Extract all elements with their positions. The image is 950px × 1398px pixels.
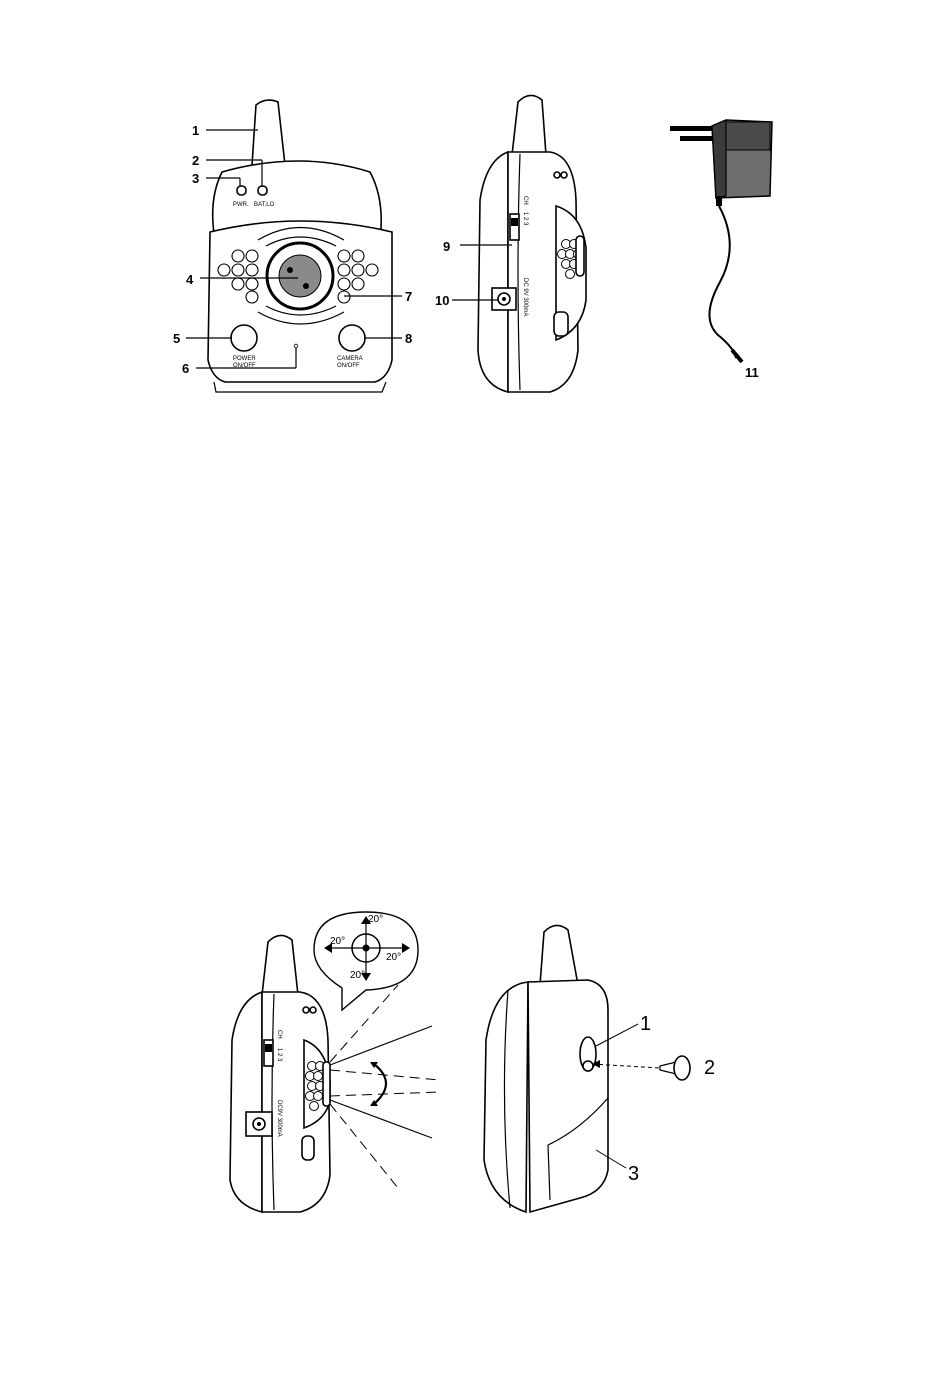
angle-label-right: 20° [386,952,401,963]
callout-8: 8 [405,331,412,346]
power-label-l1: POWER [233,356,256,362]
side2-dc-jack-pin [257,1122,261,1126]
power-button [231,325,257,351]
callout-1: 1 [192,123,199,138]
side-antenna [512,95,546,155]
dc-jack-pin [502,297,506,301]
pwr-led [237,186,246,195]
keyhole-hole [583,1061,593,1071]
camera-front-view: PWR. BAT.LO POWER ON/OFF CAMERA ON/OFF [173,100,412,392]
side-led [554,172,560,178]
side2-channel-label: CH [276,1030,282,1039]
callout-7: 7 [405,289,412,304]
angle-line-dashed [330,1092,440,1096]
side-led [561,172,567,178]
callout-5: 5 [173,331,180,346]
angle-label-left: 20° [330,936,345,947]
adapter-cable [709,206,736,358]
callout-2: 2 [192,153,199,168]
angle-line-solid [330,1026,432,1065]
batlo-label: BAT.LO [254,202,275,208]
side2-channel-numbers: 1 2 3 [276,1048,282,1062]
side2-antenna [262,935,298,995]
camera-button [339,325,365,351]
side2-dc-label: DC9V 300mA [276,1100,282,1137]
front-antenna [252,100,285,165]
adapter-dc-plug [732,350,742,362]
angle-label-down: 20° [350,970,365,981]
dc-jack-label: DC 9V 300mA [522,278,528,316]
callout-4: 4 [186,272,194,287]
side2-channel-knob [265,1044,272,1052]
callout-b2: 2 [704,1057,715,1079]
callout-3: 3 [192,171,199,186]
side2-ir-led [314,1072,323,1081]
side2-ir-led [310,1102,319,1111]
front-base [214,382,386,392]
channel-switch-numbers: 1 2 3 [522,212,528,226]
camera-back-view: 1 2 3 [484,925,715,1212]
channel-switch-knob [511,218,518,226]
side2-body-left [230,992,262,1212]
microphone [294,344,298,348]
angle-line-dashed [330,985,398,1062]
camera-lens [279,255,321,297]
side2-led [303,1007,309,1013]
back-antenna [540,925,578,985]
adapter-cable-boot [716,196,722,206]
channel-switch [510,214,519,240]
camera-side-view-angles: CH 1 2 3 DC9V 300mA 20° 20° 20° 20° [230,912,440,1212]
callout-9: 9 [443,239,450,254]
side-lens [576,236,584,276]
camera-label-l1: CAMERA [337,356,363,362]
side2-button [302,1136,314,1160]
adapter-side [712,120,726,198]
screw-head [674,1056,690,1080]
callout-b1: 1 [640,1013,651,1035]
channel-switch-label: CH [522,196,528,205]
side2-ir-led [314,1092,323,1101]
pwr-label: PWR. [233,202,249,208]
angle-arc [374,1064,386,1104]
callout-10: 10 [435,293,449,308]
camera-side-view: CH 1 2 3 DC 9V 300mA 9 10 [435,95,586,392]
callout-b3: 3 [628,1163,639,1185]
angle-line-dashed [330,1104,398,1188]
side2-lens [323,1062,330,1106]
adapter-top [726,122,770,150]
camera-label-l2: ON/OFF [337,363,360,369]
back-body-face [528,980,608,1212]
callout-6: 6 [182,361,189,376]
adapter-plug-pin [680,136,712,141]
side2-channel-switch [264,1040,273,1066]
callout-11: 11 [745,365,759,380]
side-body-left [478,152,508,392]
side-button [554,312,568,336]
power-adapter: 11 [670,120,772,380]
angle-label-up: 20° [368,914,383,925]
side2-led [310,1007,316,1013]
angle-line-solid [330,1100,432,1138]
batlo-led [258,186,267,195]
lens-dot [303,283,309,289]
lens-dot [287,267,293,273]
adapter-plug-pin [670,126,712,131]
